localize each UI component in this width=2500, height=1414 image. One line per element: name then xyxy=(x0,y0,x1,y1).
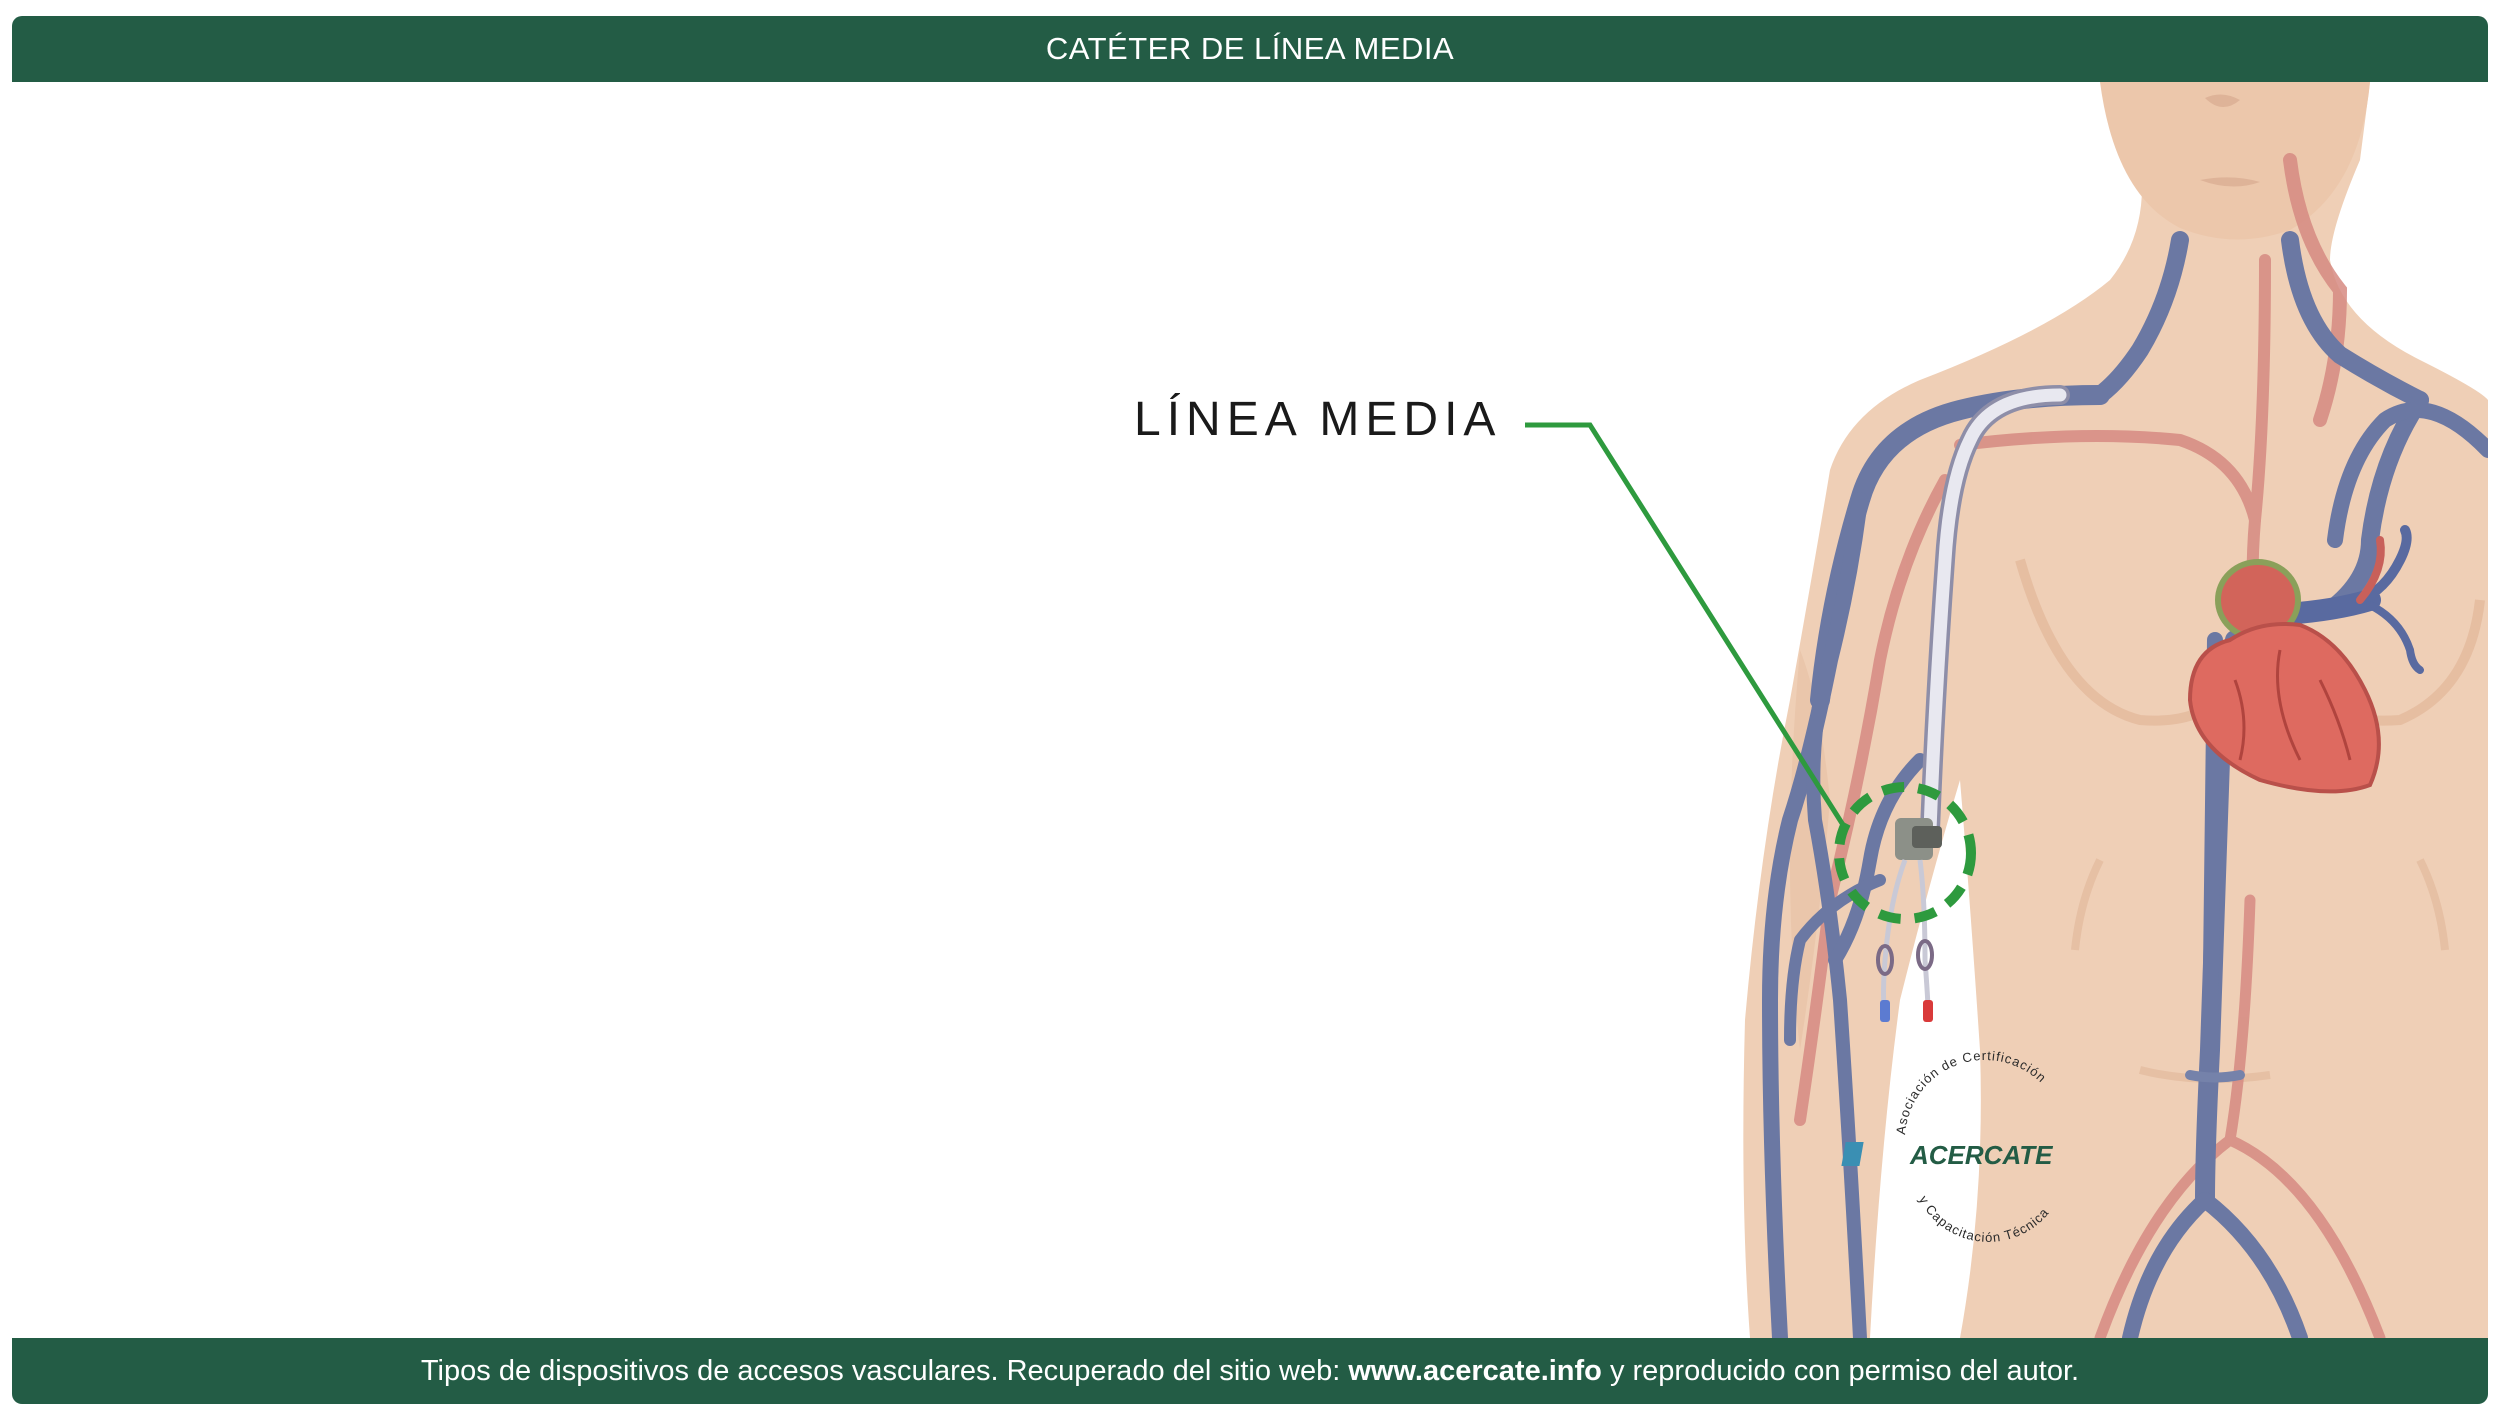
footer-link[interactable]: www.acercate.info xyxy=(1348,1354,1602,1387)
nose-shadow xyxy=(2205,94,2240,108)
footer-text-before: Tipos de dispositivos de accesos vascula… xyxy=(420,1354,1349,1387)
logo-brand: ACERCATE xyxy=(1909,1140,2053,1170)
callout-label: LÍNEA MEDIA xyxy=(1134,393,1502,446)
page-title: CATÉTER DE LÍNEA MEDIA xyxy=(1045,31,1455,66)
title-bar: CATÉTER DE LÍNEA MEDIA xyxy=(12,16,2488,82)
heart xyxy=(2187,525,2424,794)
footer-bar: Tipos de dispositivos de accesos vascula… xyxy=(12,1338,2488,1404)
catheter xyxy=(1876,385,2070,1022)
mouth-shadow xyxy=(2200,177,2260,187)
footer-caption: Tipos de dispositivos de accesos vascula… xyxy=(421,1355,2079,1388)
callout-line xyxy=(1525,422,1848,830)
insertion-site-marker xyxy=(1834,782,1976,924)
footer-text-after: y reproducido con permiso del autor. xyxy=(1601,1354,2080,1387)
